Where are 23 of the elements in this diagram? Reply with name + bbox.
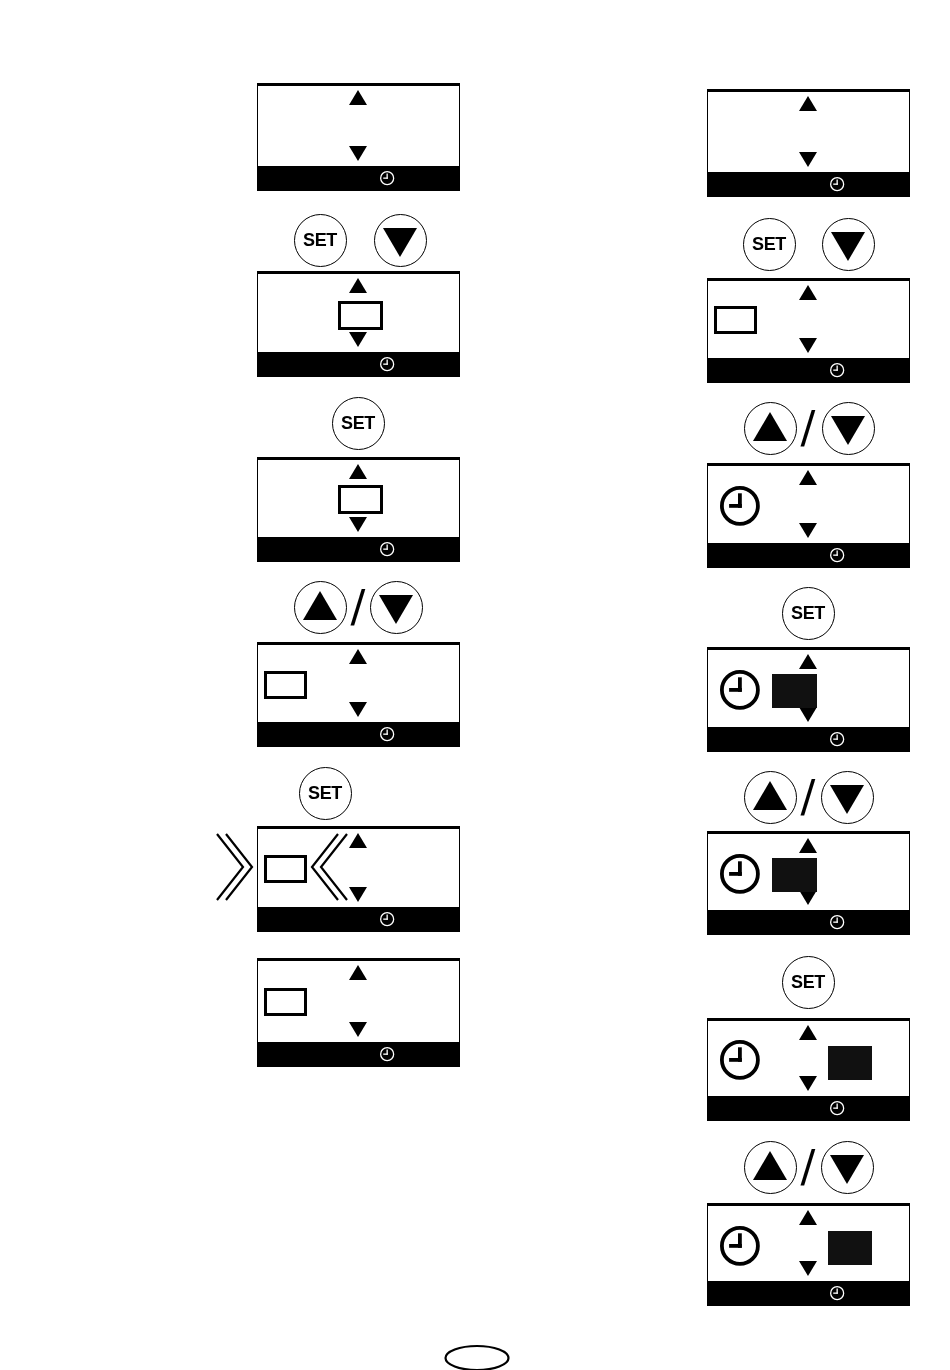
set-button: SET <box>331 396 385 450</box>
lcd-screen <box>257 83 460 191</box>
lcd-screen <box>707 831 910 935</box>
lcd-screen <box>257 457 460 562</box>
slash-separator: / <box>350 585 366 629</box>
set-button: SET <box>298 766 352 820</box>
lcd-screen <box>257 826 460 932</box>
lcd-screen <box>257 271 460 377</box>
set-button: SET <box>781 955 835 1009</box>
lcd-screen <box>707 1018 910 1121</box>
set-button: SET <box>781 586 835 640</box>
lcd-screen <box>707 89 910 197</box>
lcd-screen <box>707 647 910 752</box>
lcd-screen <box>257 642 460 747</box>
lcd-screen <box>707 1203 910 1306</box>
slash-separator: / <box>800 406 816 450</box>
lcd-screen <box>257 958 460 1067</box>
set-button: SET <box>742 217 796 271</box>
set-button: SET <box>293 213 347 267</box>
lcd-screen <box>707 463 910 568</box>
slash-separator: / <box>800 775 816 819</box>
slash-separator: / <box>800 1145 816 1189</box>
lcd-screen <box>707 278 910 383</box>
